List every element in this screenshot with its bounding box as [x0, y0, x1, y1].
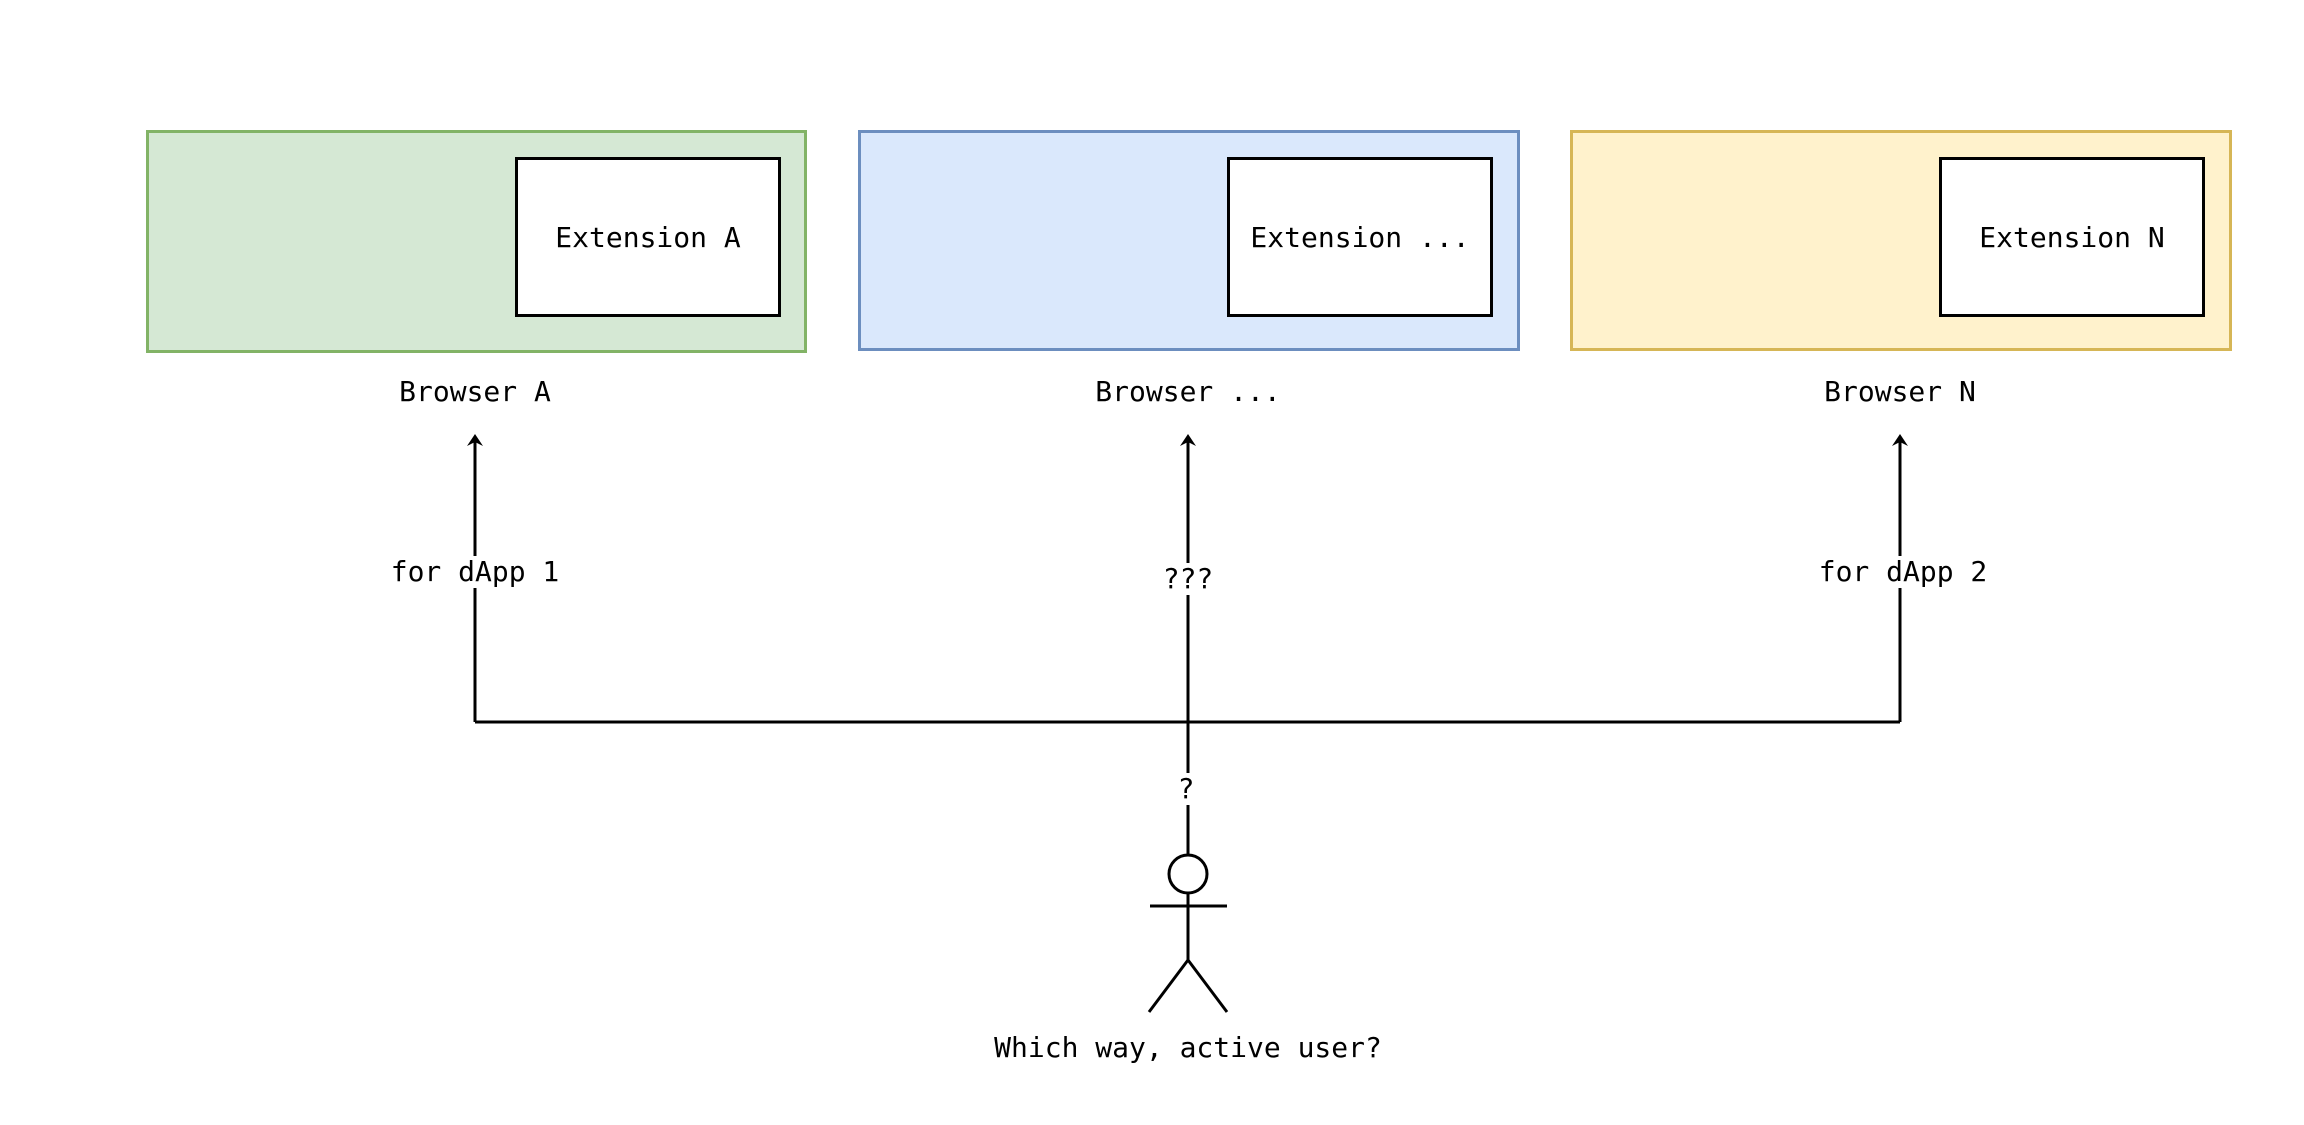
- extension-n-box[interactable]: Extension N: [1939, 157, 2205, 317]
- extension-middle-box[interactable]: Extension ...: [1227, 157, 1493, 317]
- actor-caption: Which way, active user?: [994, 1031, 1382, 1064]
- browser-n-label: Browser N: [1824, 375, 1976, 408]
- middle-edge-label: ???: [1162, 562, 1214, 595]
- right-edge-label: for dApp 2: [1818, 555, 1988, 588]
- browser-middle-label: Browser ...: [1095, 375, 1281, 408]
- stick-figure-icon[interactable]: [1147, 853, 1229, 1013]
- left-edge-label: for dApp 1: [390, 555, 560, 588]
- browser-a-label: Browser A: [399, 375, 551, 408]
- extension-a-box[interactable]: Extension A: [515, 157, 781, 317]
- user-edge-label: ?: [1177, 772, 1195, 805]
